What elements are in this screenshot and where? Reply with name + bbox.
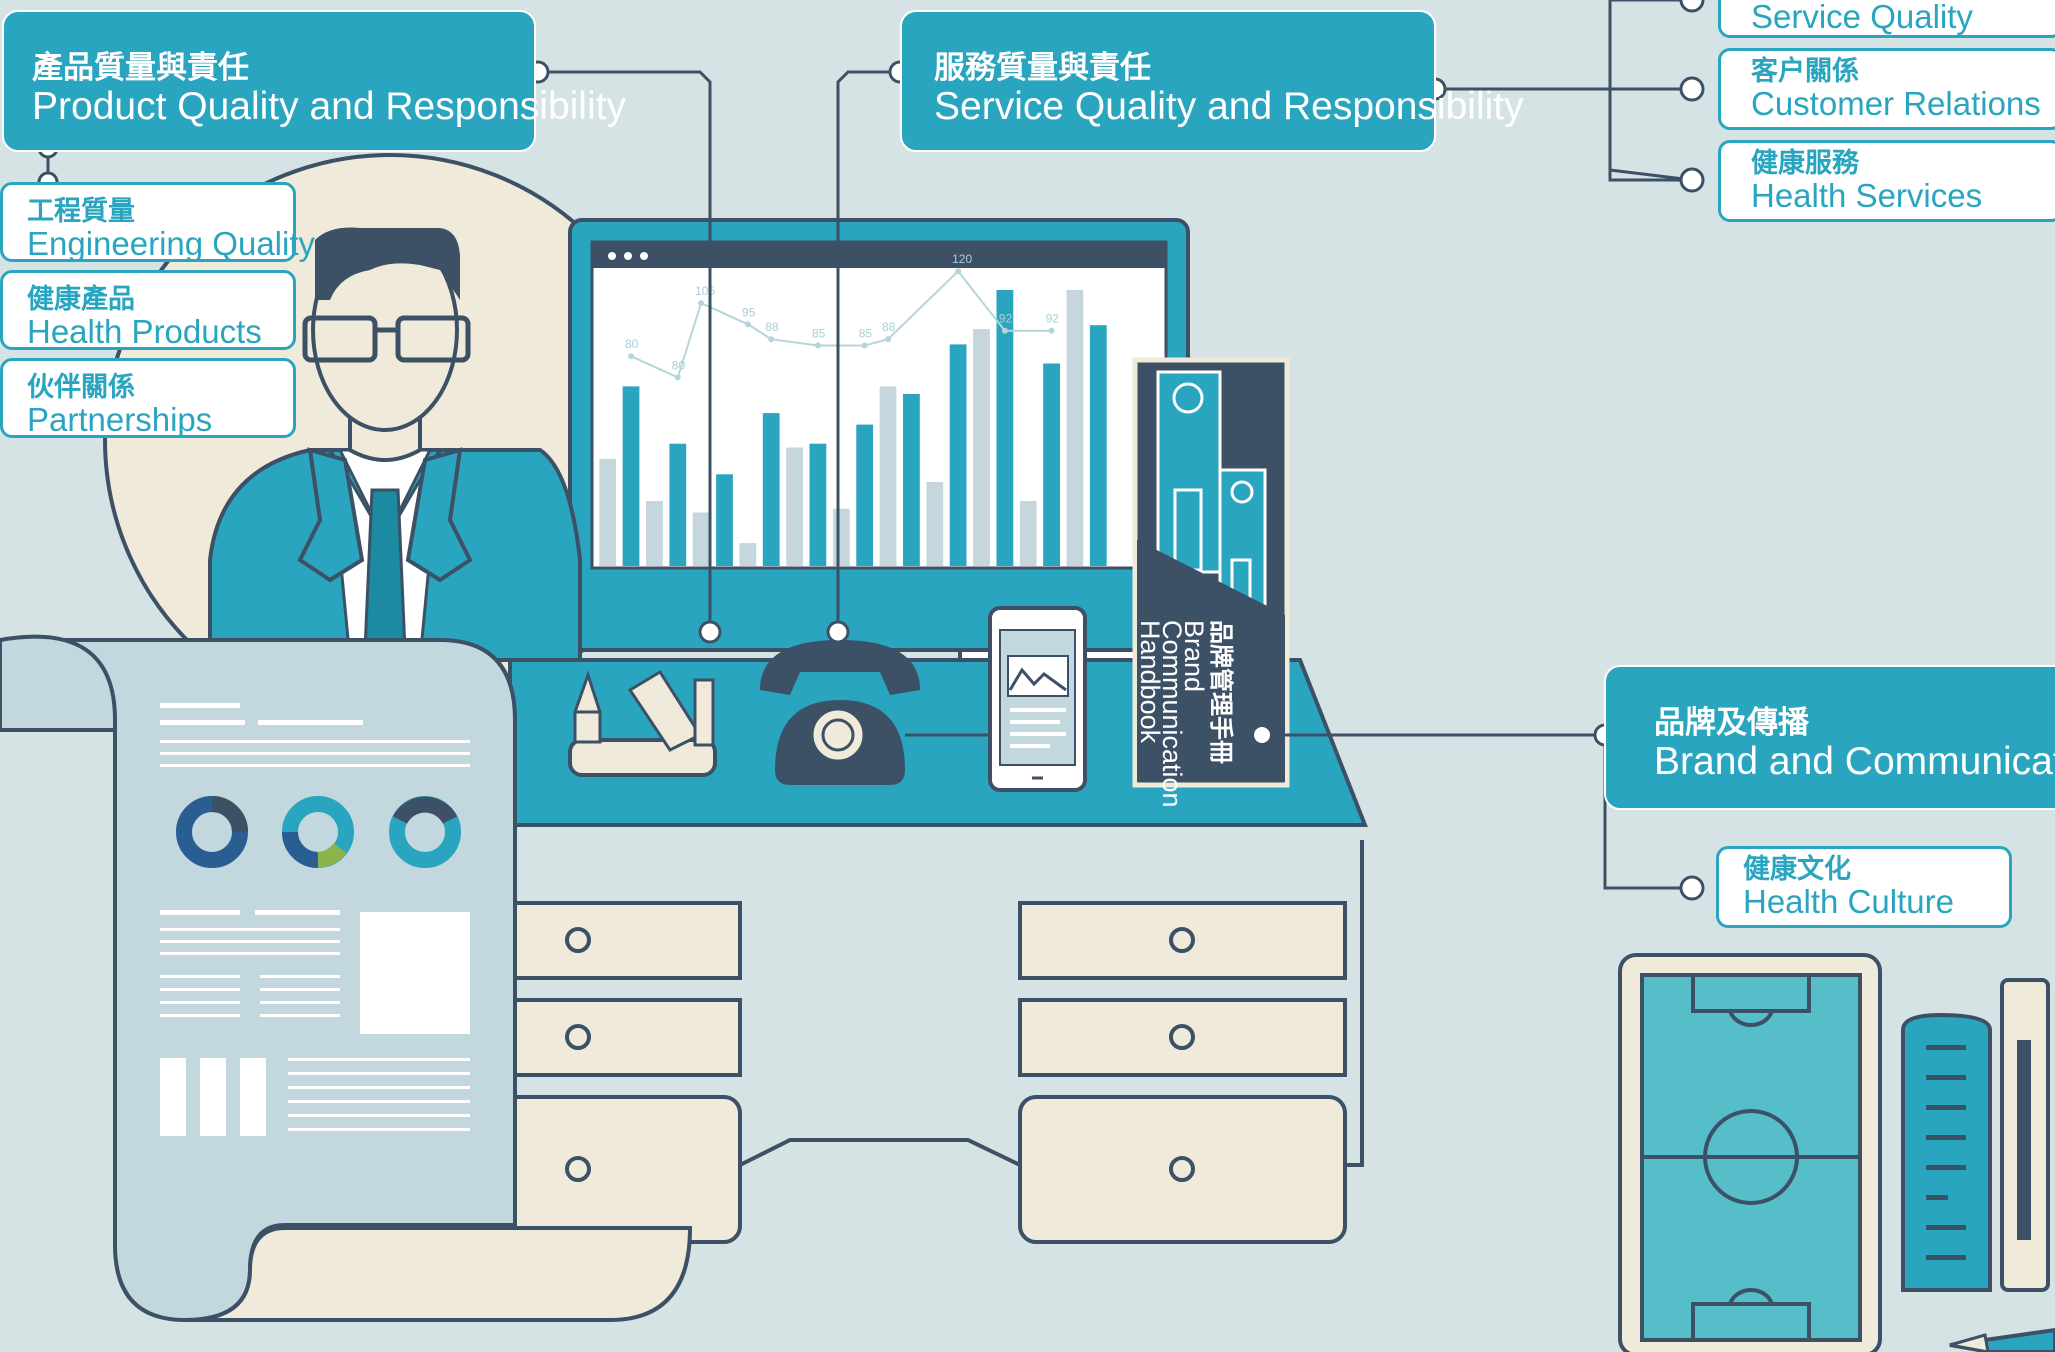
chart-point (628, 353, 634, 360)
item-service-quality: Service Quality (1718, 0, 2055, 38)
chart-bar (903, 394, 920, 566)
chart-bar (926, 481, 944, 566)
chart-point-label: 105 (695, 284, 715, 298)
handbook-en-3: Handbook (1135, 620, 1165, 744)
category-service-zh: 服務質量與責任 (934, 50, 1151, 86)
category-brand-en: Brand and Communication (1654, 740, 2055, 783)
computer-monitor-icon: 80 80 105 95 88 85 85 88 120 92 92 (568, 218, 1190, 652)
telephone-icon (760, 640, 990, 785)
item-zh: 客户關係 (1751, 56, 1859, 87)
chart-bar (949, 344, 967, 566)
handbook-en-1: Brand (1179, 620, 1209, 692)
chart-bar (669, 443, 687, 566)
ruler-icon (1901, 978, 2050, 1292)
chart-point-label: 85 (812, 327, 826, 341)
item-en: Engineering Quality (27, 225, 316, 262)
item-zh: 健康產品 (27, 284, 135, 315)
chart-point-label: 95 (742, 305, 756, 319)
item-en: Health Culture (1743, 883, 1954, 920)
chart-bar (599, 459, 617, 566)
item-health-culture: 健康文化 Health Culture (1716, 846, 2012, 928)
item-health-products: 健康產品 Health Products (0, 270, 296, 350)
category-product-zh: 產品質量與責任 (32, 50, 249, 86)
chart-point-label: 85 (859, 327, 873, 341)
handbook-en-2: Communication (1157, 620, 1187, 808)
item-zh: 健康服務 (1751, 148, 1859, 179)
item-health-services: 健康服務 Health Services (1718, 140, 2055, 222)
chart-bar (646, 501, 663, 566)
item-zh: 工程質量 (27, 196, 135, 227)
chart-bar (1089, 325, 1107, 566)
chart-point (861, 342, 868, 349)
chart-point-label: 92 (1046, 312, 1060, 326)
category-brand-zh: 品牌及傳播 (1654, 705, 1809, 741)
chart-bar (716, 474, 733, 566)
chart-point-label: 88 (882, 320, 896, 334)
item-customer-relations: 客户關係 Customer Relations (1718, 48, 2055, 130)
item-en: Health Services (1751, 177, 1983, 214)
category-service: 服務質量與責任 Service Quality and Responsibili… (900, 10, 1524, 152)
chart-bar (832, 508, 850, 566)
item-en: Customer Relations (1751, 85, 2041, 122)
person-illustration (208, 227, 582, 662)
chart-bar (692, 512, 710, 566)
connector-lines (46, 0, 1693, 890)
chart-bar (1019, 501, 1037, 566)
item-partnerships: 伙伴關係 Partnerships (0, 358, 296, 438)
chart-bar (622, 386, 640, 566)
chart-point (698, 300, 705, 307)
chart-bar (739, 543, 757, 566)
chart-point (885, 336, 891, 343)
chart-bar (856, 424, 874, 566)
document-scroll-icon (0, 634, 693, 1323)
chart-bar (809, 443, 827, 566)
chart-point (744, 321, 751, 328)
chart-point (1001, 327, 1008, 334)
chart-bar (1066, 290, 1084, 566)
handbook-zh: 品牌管理手冊 (1207, 620, 1235, 764)
pencil-icon (1949, 1327, 2055, 1352)
item-en: Partnerships (27, 401, 213, 438)
chart-bar (879, 386, 897, 566)
category-product-en: Product Quality and Responsibility (32, 85, 626, 128)
item-engineering-quality: 工程質量 Engineering Quality (0, 182, 316, 262)
chart-point-label: 120 (952, 252, 972, 266)
chart-bar (1043, 363, 1060, 566)
item-zh: 伙伴關係 (27, 372, 135, 403)
chart-bar (996, 290, 1014, 566)
item-en: Service Quality (1751, 0, 1973, 35)
chart-bar (786, 447, 803, 566)
pen-ruler-icon (568, 669, 717, 777)
chart-point-label: 80 (625, 337, 639, 351)
category-product: 產品質量與責任 Product Quality and Responsibili… (2, 10, 626, 152)
item-en: Health Products (27, 313, 262, 350)
chart-bar (973, 329, 990, 566)
item-zh: 健康文化 (1743, 854, 1851, 885)
chart-point-label: 80 (672, 358, 686, 372)
chart-point (674, 374, 681, 381)
chart-point (815, 342, 821, 349)
chart-point-label: 88 (765, 320, 779, 334)
football-field-tablet-icon (1618, 953, 1882, 1352)
mobile-phone-icon (988, 606, 1087, 792)
desk (438, 840, 1364, 1244)
category-brand: 品牌及傳播 Brand and Communication (1604, 665, 2055, 810)
chart-bar (762, 413, 780, 566)
chart-point (768, 336, 775, 343)
chart-area: 80 80 105 95 88 85 85 88 120 92 92 (599, 252, 1107, 566)
category-service-en: Service Quality and Responsibility (934, 85, 1524, 128)
chart-point-label: 92 (999, 312, 1013, 326)
chart-point (955, 268, 962, 275)
chart-point (1048, 327, 1055, 334)
handbook-icon: 品牌管理手冊 Brand Communication Handbook (1132, 357, 1290, 808)
